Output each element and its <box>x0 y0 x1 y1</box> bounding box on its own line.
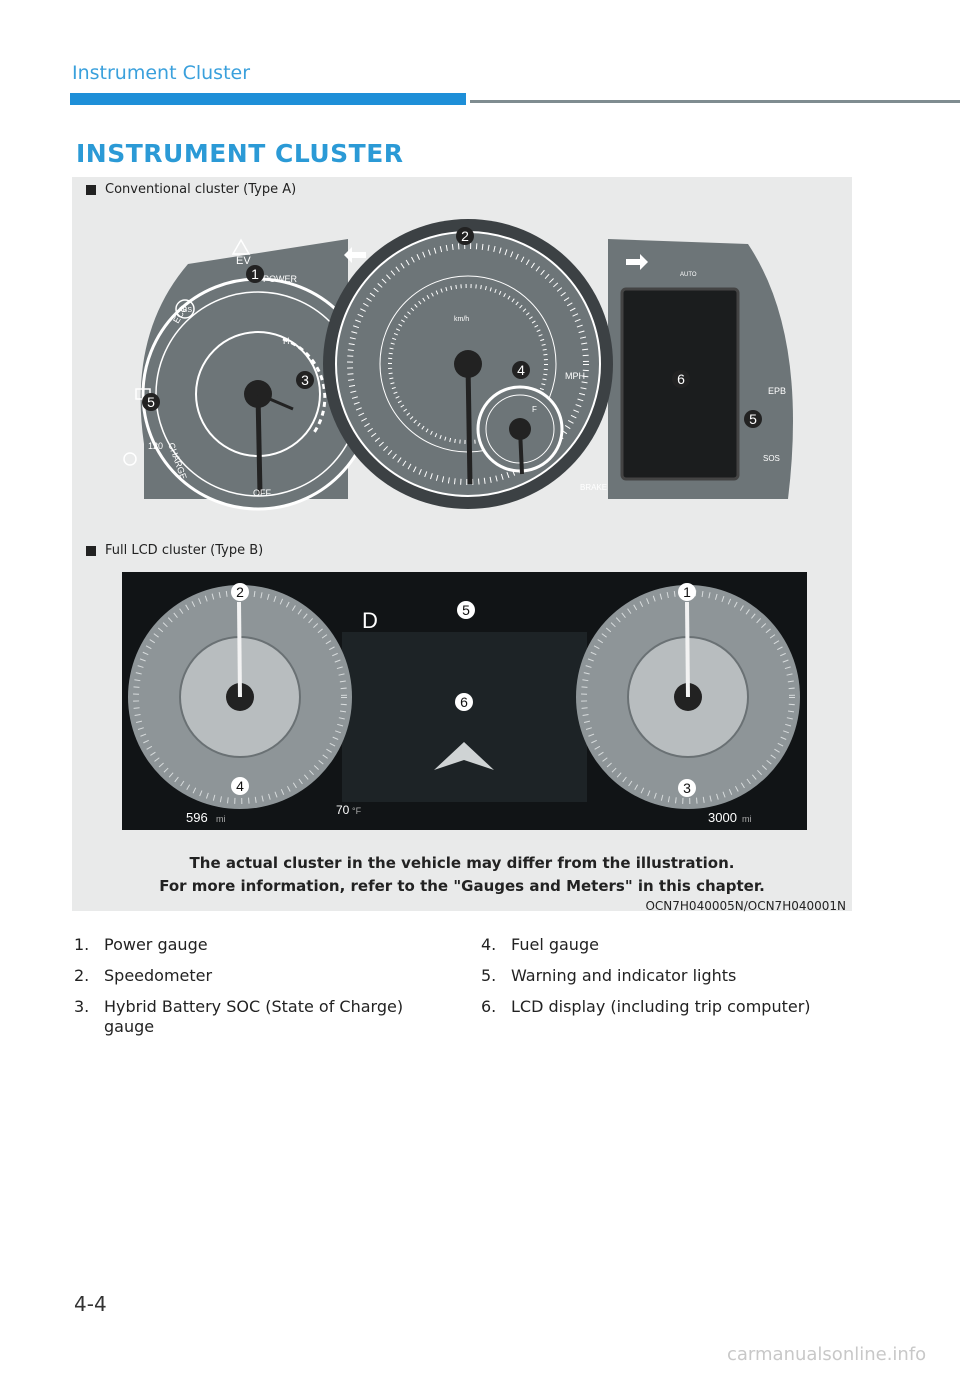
abs-icon-text: ABS <box>178 307 192 314</box>
watermark: carmanualsonline.info <box>727 1344 927 1365</box>
list-text: Fuel gauge <box>511 935 599 954</box>
page-number: 4-4 <box>74 1292 107 1316</box>
auto-light-label: AUTO <box>680 272 697 278</box>
caption-type-a: Conventional cluster (Type A) <box>86 182 296 197</box>
abs-icon <box>175 299 195 319</box>
brake-label: BRAKE <box>580 483 607 492</box>
mph-label: MPH <box>565 371 585 381</box>
figure-note-line-1: The actual cluster in the vehicle may di… <box>189 854 735 872</box>
power-label: POWER <box>263 274 298 284</box>
svg-text:2: 2 <box>461 228 469 244</box>
soc-scale <box>282 337 327 435</box>
fuel-full-label: F <box>532 405 537 414</box>
warning-triangle-icon <box>231 238 251 255</box>
svg-text:6: 6 <box>677 371 685 387</box>
running-header: Instrument Cluster <box>72 62 251 84</box>
bullet-square-icon <box>86 184 96 195</box>
list-item: 1. Power gauge <box>74 935 434 955</box>
list-number: 4. <box>481 935 497 954</box>
lamp-icon <box>123 452 137 466</box>
lcd-cluster-illustration: D 596 mi 70 °F 3000 mi 1 2 3 4 5 6 <box>122 572 807 830</box>
temp-unit: °F <box>352 806 362 816</box>
range-unit: mi <box>216 814 226 824</box>
svg-text:4: 4 <box>236 778 244 794</box>
speedo-needle <box>465 363 473 485</box>
legend-list-right: 4. Fuel gauge 5. Warning and indicator lig… <box>481 935 841 1028</box>
svg-text:5: 5 <box>462 602 470 618</box>
temp-value: 70 <box>336 803 350 817</box>
fuel-needle <box>518 428 524 475</box>
center-display <box>342 632 587 802</box>
speedo-outer-ticks <box>347 243 589 485</box>
odometer-value: 3000 <box>708 810 737 825</box>
cluster-figure: Conventional cluster (Type A) EV POWER E… <box>72 177 852 913</box>
callouts-type-b: 1 2 3 4 5 6 <box>231 583 696 797</box>
caption-type-a-text: Conventional cluster (Type A) <box>105 182 297 197</box>
svg-text:2: 2 <box>236 584 244 600</box>
list-number: 6. <box>481 997 497 1016</box>
svg-text:5: 5 <box>749 411 757 427</box>
list-number: 2. <box>74 966 90 985</box>
hot-label: H <box>283 336 290 346</box>
caption-type-b: Full LCD cluster (Type B) <box>86 543 263 558</box>
list-item: 6. LCD display (including trip computer) <box>481 997 841 1017</box>
svg-text:1: 1 <box>251 266 259 282</box>
conventional-cluster-illustration: EV POWER ECO CHARGE OFF H ABS 120 F MPH … <box>123 219 793 511</box>
caption-type-b-text: Full LCD cluster (Type B) <box>105 543 264 558</box>
speed-limit-label: 120 <box>148 441 163 451</box>
power-ticks-b <box>581 590 795 804</box>
callouts-type-a: 1 2 3 4 5 5 6 <box>142 227 762 428</box>
svg-text:5: 5 <box>147 394 155 410</box>
list-item: 5. Warning and indicator lights <box>481 966 841 986</box>
list-text: LCD display (including trip computer) <box>511 997 811 1016</box>
list-number: 3. <box>74 997 90 1016</box>
kmh-label: km/h <box>454 316 469 323</box>
list-item: 4. Fuel gauge <box>481 935 841 955</box>
list-text: Speedometer <box>104 966 213 985</box>
off-label: OFF <box>253 488 271 498</box>
bullet-square-icon <box>86 545 96 556</box>
section-title: INSTRUMENT CLUSTER <box>76 139 404 168</box>
turn-right-icon <box>626 254 648 270</box>
epb-label: EPB <box>768 386 786 396</box>
svg-text:6: 6 <box>460 694 468 710</box>
svg-text:4: 4 <box>517 362 525 378</box>
speedo-ticks-b <box>133 590 347 804</box>
svg-text:3: 3 <box>683 780 691 796</box>
speedo-needle-b <box>237 601 242 698</box>
range-value: 596 <box>186 810 208 825</box>
turn-left-icon <box>344 247 366 263</box>
svg-text:1: 1 <box>683 584 691 600</box>
list-number: 1. <box>74 935 90 954</box>
list-text: Hybrid Battery SOC (State of Charge) gau… <box>104 997 404 1036</box>
legend-list-left: 1. Power gauge 2. Speedometer 3. Hybrid Bat… <box>74 935 434 1048</box>
header-rule-accent <box>70 93 466 105</box>
list-text: Warning and indicator lights <box>511 966 737 985</box>
speedo-inner-ticks <box>388 284 548 444</box>
list-text: Power gauge <box>104 935 208 954</box>
navigation-arrow-icon <box>434 742 494 770</box>
list-item: 3. Hybrid Battery SOC (State of Charge) g… <box>74 997 434 1037</box>
list-item: 2. Speedometer <box>74 966 434 986</box>
ev-label: EV <box>236 255 251 267</box>
odometer-unit: mi <box>742 814 752 824</box>
sos-label: SOS <box>763 454 780 463</box>
figure-note-line-2: For more information, refer to the "Gaug… <box>159 877 765 895</box>
list-number: 5. <box>481 966 497 985</box>
power-needle-b <box>685 601 690 698</box>
soc-needle <box>257 392 294 411</box>
gear-indicator: D <box>362 608 378 633</box>
power-needle <box>255 393 263 495</box>
svg-text:3: 3 <box>301 372 309 388</box>
header-rule <box>470 100 960 103</box>
figure-code: OCN7H040005N/OCN7H040001N <box>645 899 846 913</box>
